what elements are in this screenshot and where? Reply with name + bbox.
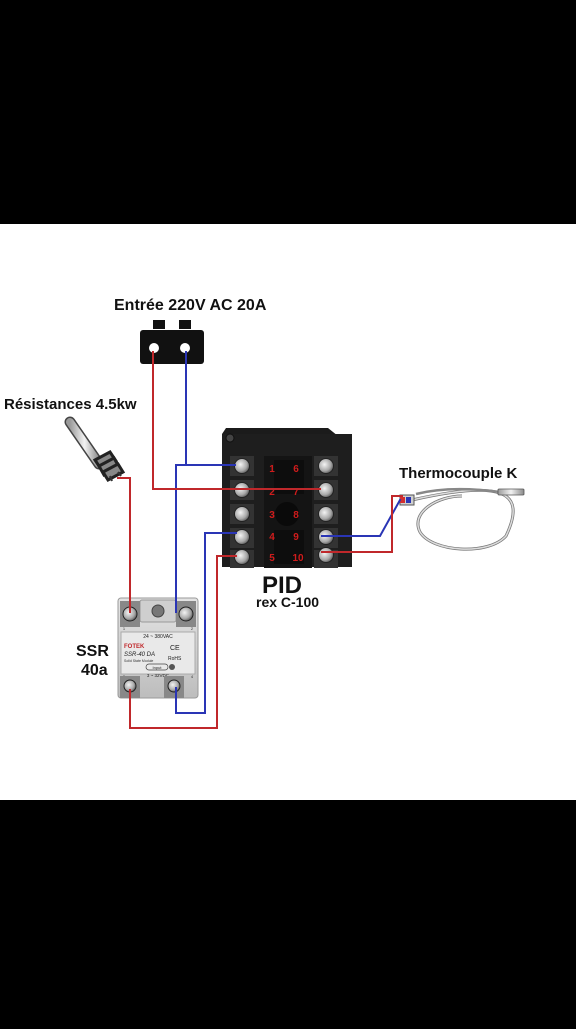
wire-blue-pid-9-to-thermocouple: [321, 498, 402, 537]
thermocouple-probe-icon: [399, 487, 525, 551]
ssr-cert-ce: CE: [170, 645, 180, 652]
thermocouple-label: Thermocouple K: [399, 465, 518, 482]
pid-terminal-screws-left: [230, 456, 254, 568]
power-input-label: Entrée 220V AC 20A: [114, 297, 267, 314]
ssr-subtitle: Solid State Module: [124, 659, 153, 663]
power-input-plug-icon: [140, 320, 204, 364]
wire-blue-pid-4-to-ssr: [175, 532, 237, 714]
pid-terminal-number: 2: [269, 487, 275, 498]
pid-terminal-number: 7: [293, 487, 299, 498]
pid-terminal-number: 5: [269, 553, 275, 564]
pid-terminal-number: 6: [293, 464, 299, 475]
ssr-load-rating: 24 ~ 380VAC: [143, 634, 173, 640]
pid-terminal-number: 9: [293, 532, 299, 543]
ssr-brand: FOTEK: [124, 644, 145, 650]
pid-terminal-number: 10: [292, 553, 304, 564]
pid-model-label: rex C-100: [256, 594, 320, 610]
wire-red-pid-5-to-ssr: [129, 555, 237, 729]
ssr-title: SSR: [76, 643, 109, 660]
wire-blue-pid-1-to-ssr-load: [175, 464, 187, 613]
ssr-module: 24 ~ 380VAC FOTEK SSR-40 DA Solid State …: [117, 597, 199, 699]
wire-red-ac-to-pid-2: [152, 351, 321, 490]
heater-label: Résistances 4.5kw: [4, 396, 137, 413]
pid-terminal-screws-right: [314, 456, 338, 568]
wires: [117, 351, 403, 729]
ssr-rating-label: 40a: [81, 662, 108, 679]
wire-red-pid-10-to-thermocouple: [321, 495, 403, 553]
ssr-terminal-number: 4: [191, 674, 194, 679]
pid-terminal-number: 1: [269, 464, 275, 475]
ssr-input-label: Input: [153, 665, 163, 670]
ssr-input-rating: 3 ~ 32VDC: [147, 673, 170, 678]
ssr-terminal-number: 2: [191, 626, 194, 631]
ssr-model: SSR-40 DA: [124, 652, 155, 658]
heating-element-icon: [64, 416, 126, 482]
ssr-cert-rohs: RoHS: [168, 656, 182, 662]
pid-terminal-number: 4: [269, 532, 275, 543]
ssr-terminal-number: 1: [123, 626, 126, 631]
wire-red-heater-to-ssr: [117, 477, 131, 613]
pid-controller: 1 2 3 4 5 6 7 8 9 10: [222, 428, 352, 568]
pid-terminal-number: 3: [269, 510, 275, 521]
pid-terminal-number: 8: [293, 510, 299, 521]
pid-title: PID: [262, 572, 303, 599]
